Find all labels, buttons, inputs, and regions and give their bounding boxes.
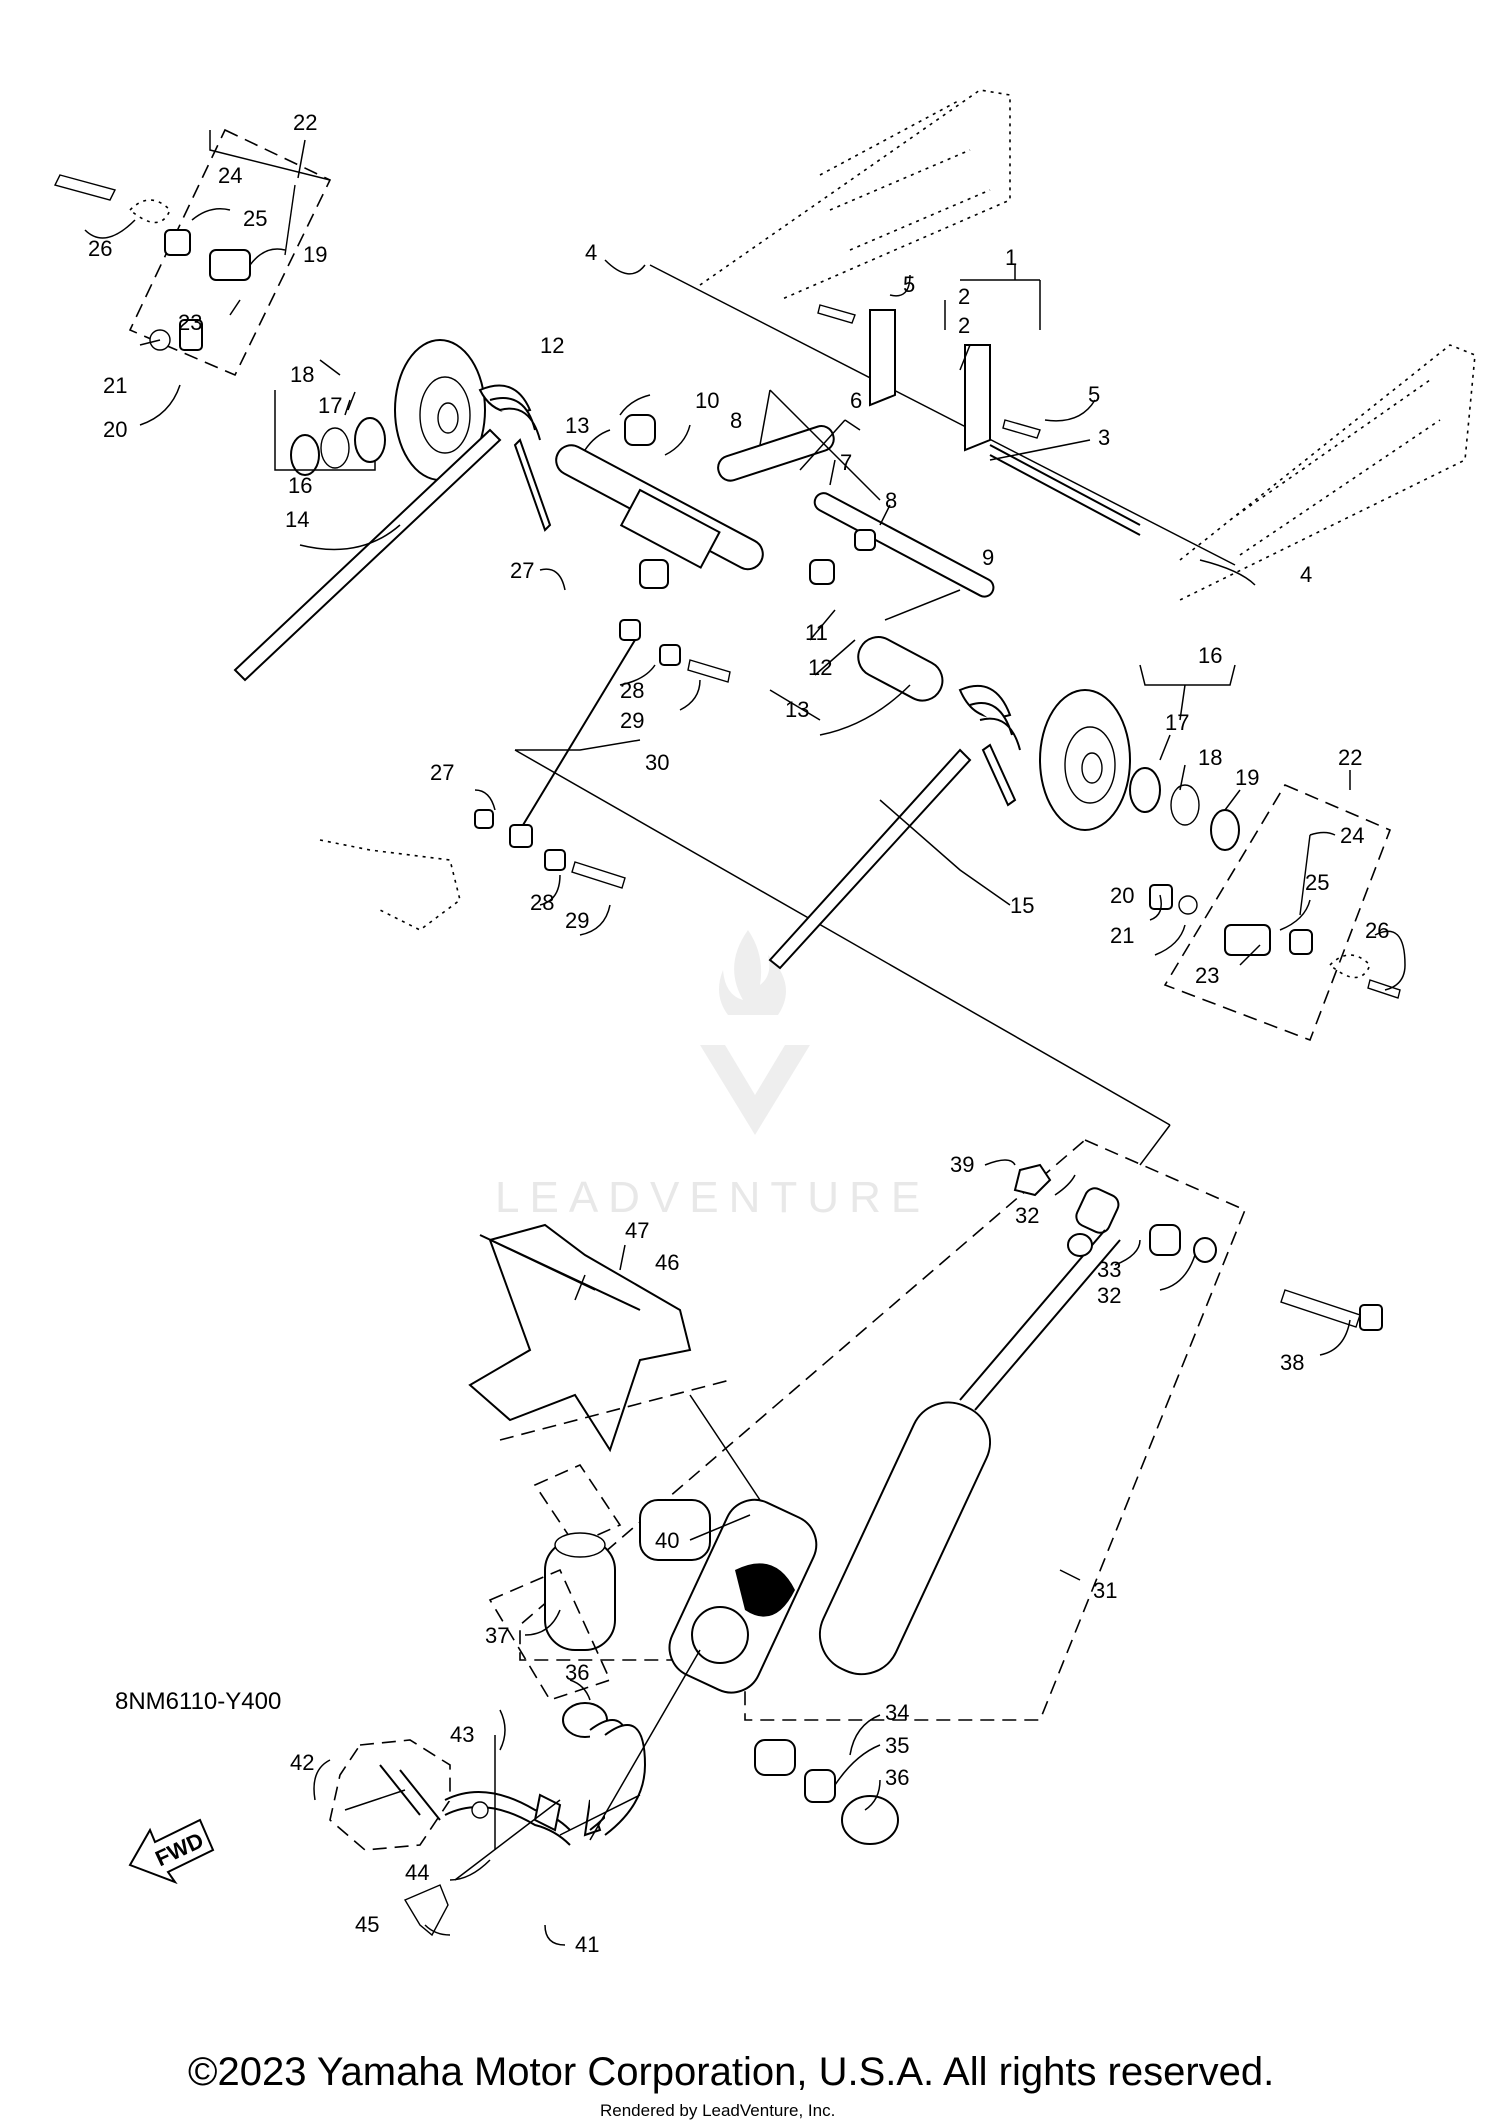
callout-15: 15 xyxy=(1010,893,1034,918)
callout-10: 10 xyxy=(695,388,719,413)
callout-26: 26 xyxy=(88,236,112,261)
callout-31: 31 xyxy=(1093,1578,1117,1603)
callout-9: 9 xyxy=(982,545,994,570)
callout-32a: 32 xyxy=(1015,1203,1039,1228)
callout-1: 1 xyxy=(1005,245,1017,270)
parts-diagram: LEADVENTURE xyxy=(53,89,1476,1957)
callout-24b: 24 xyxy=(1340,823,1364,848)
callout-8a: 8 xyxy=(730,408,742,433)
callout-41: 41 xyxy=(575,1932,599,1957)
callout-19b: 19 xyxy=(1235,765,1259,790)
callout-14: 14 xyxy=(285,507,309,532)
callout-24: 24 xyxy=(218,163,242,188)
callout-5b: 5 xyxy=(1088,382,1100,407)
callout-46: 46 xyxy=(655,1250,679,1275)
rendered-by-notice: Rendered by LeadVenture, Inc. xyxy=(600,2101,836,2120)
pulley-right xyxy=(1039,689,1240,851)
copyright-notice: ©2023 Yamaha Motor Corporation, U.S.A. A… xyxy=(188,2050,1275,2094)
callout-27a: 27 xyxy=(510,558,534,583)
callout-25: 25 xyxy=(243,206,267,231)
rail-upper xyxy=(699,89,1011,301)
callout-30: 30 xyxy=(645,750,669,775)
bracket-top xyxy=(817,304,1141,536)
spring-left xyxy=(233,384,552,682)
callout-4a: 4 xyxy=(585,240,597,265)
rail-lower xyxy=(1179,344,1476,601)
callout-21b: 21 xyxy=(1110,923,1134,948)
callout-22: 22 xyxy=(293,110,317,135)
callout-28b: 28 xyxy=(530,890,554,915)
callout-16: 16 xyxy=(288,473,312,498)
callout-17b: 17 xyxy=(1165,710,1189,735)
fwd-arrow: FWD xyxy=(128,1818,215,1885)
callout-19: 19 xyxy=(303,242,327,267)
callout-13a: 13 xyxy=(565,413,589,438)
callout-20: 20 xyxy=(103,417,127,442)
callout-34: 34 xyxy=(885,1700,909,1725)
callout-11: 11 xyxy=(805,620,828,645)
callout-16b: 16 xyxy=(1198,643,1222,668)
callout-35: 35 xyxy=(885,1733,909,1758)
callout-8b: 8 xyxy=(885,488,897,513)
callout-20b: 20 xyxy=(1110,883,1134,908)
reservoir xyxy=(488,1463,622,1701)
callout-47: 47 xyxy=(625,1218,649,1243)
guard xyxy=(468,1223,731,1453)
pulley-left xyxy=(290,339,486,481)
linkage-rods xyxy=(319,619,731,931)
callout-6: 6 xyxy=(850,388,862,413)
callout-29a: 29 xyxy=(620,708,644,733)
callout-18: 18 xyxy=(290,362,314,387)
callout-37: 37 xyxy=(485,1623,509,1648)
callout-33: 33 xyxy=(1097,1257,1121,1282)
callout-44: 44 xyxy=(405,1860,429,1885)
callout-38: 38 xyxy=(1280,1350,1304,1375)
callout-17: 17 xyxy=(318,393,342,418)
callout-40: 40 xyxy=(655,1528,679,1553)
callout-12b: 12 xyxy=(808,655,832,680)
callout-23b: 23 xyxy=(1195,963,1219,988)
callout-3: 3 xyxy=(1098,425,1110,450)
callout-18b: 18 xyxy=(1198,745,1222,770)
callout-32b: 32 xyxy=(1097,1283,1121,1308)
callout-27b: 27 xyxy=(430,760,454,785)
callout-25b: 25 xyxy=(1305,870,1329,895)
axle-mount-left xyxy=(53,128,332,377)
leadventure-watermark: LEADVENTURE xyxy=(495,930,930,1222)
callout-12a: 12 xyxy=(540,333,564,358)
callout-22b: 22 xyxy=(1338,745,1362,770)
assembly-lines xyxy=(514,264,1236,1166)
callout-2a: 2 xyxy=(958,284,970,309)
shock-absorber xyxy=(519,1139,1383,1845)
callout-45: 45 xyxy=(355,1912,379,1937)
spring-right xyxy=(768,685,1021,970)
callout-39: 39 xyxy=(950,1152,974,1177)
adjuster-cable xyxy=(329,1649,701,1937)
callout-leaders xyxy=(84,130,1406,1946)
diagram-code: 8NM6110-Y400 xyxy=(115,1688,282,1715)
callout-36a: 36 xyxy=(565,1660,589,1685)
callout-29b: 29 xyxy=(565,908,589,933)
callout-2b: 2 xyxy=(958,313,970,338)
cross-shaft-arm xyxy=(555,414,995,702)
callout-36b: 36 xyxy=(885,1765,909,1790)
callout-26b: 26 xyxy=(1365,918,1389,943)
callout-42: 42 xyxy=(290,1750,314,1775)
callout-7: 7 xyxy=(840,450,852,475)
callout-numbers: 22 24 26 25 19 23 18 21 17 20 16 14 1 2 … xyxy=(88,110,1389,1957)
callout-4b: 4 xyxy=(1300,562,1312,587)
watermark-text: LEADVENTURE xyxy=(495,1173,930,1222)
callout-21: 21 xyxy=(103,373,127,398)
callout-43: 43 xyxy=(450,1722,474,1747)
callout-23: 23 xyxy=(178,310,202,335)
callout-28a: 28 xyxy=(620,678,644,703)
callout-13b: 13 xyxy=(785,697,809,722)
callout-5a: 5 xyxy=(903,272,915,297)
